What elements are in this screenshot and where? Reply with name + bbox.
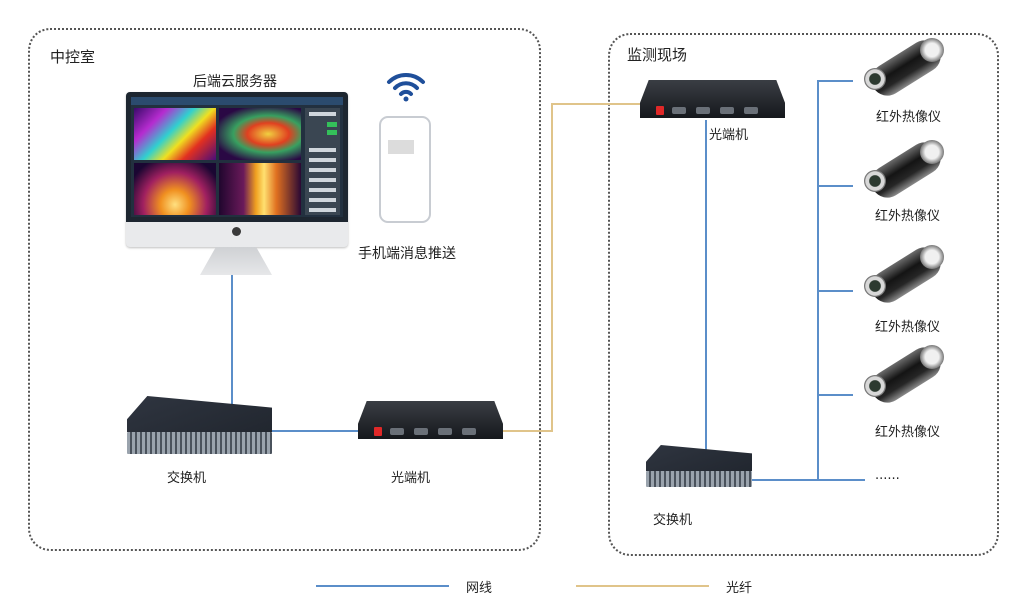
camera-label-2: 红外热像仪 — [875, 209, 941, 224]
ethernet-switch-to-transceiver — [258, 430, 368, 432]
thermal-camera-icon — [860, 34, 947, 102]
fiber-transceiver-icon — [358, 401, 503, 439]
site-transceiver-label: 光端机 — [709, 128, 749, 143]
thermal-camera-icon — [860, 241, 947, 309]
monitor-icon — [126, 92, 348, 247]
network-switch-icon — [127, 396, 272, 454]
screen-side-panel — [305, 108, 340, 215]
ethernet-site-switch-to-bus — [740, 479, 865, 481]
phone-message-bubble — [388, 140, 414, 154]
thermal-camera-icon — [860, 136, 947, 204]
monitor-screen — [131, 97, 343, 217]
thermal-camera-icon — [860, 341, 947, 409]
monitor-bezel — [126, 92, 348, 222]
thermal-view-1 — [134, 108, 216, 160]
network-switch-icon — [646, 445, 752, 487]
phone-push-label: 手机端消息推送 — [358, 246, 456, 262]
ethernet-site-transceiver-to-switch — [705, 120, 707, 472]
thermal-view-4 — [219, 163, 301, 215]
fiber-segment-2 — [551, 103, 553, 432]
monitor-camera-dot — [232, 227, 241, 236]
ethernet-camera-bus — [817, 80, 819, 481]
ethernet-branch-1 — [817, 80, 853, 82]
control-room-title: 中控室 — [50, 48, 96, 66]
ethernet-branch-4 — [817, 394, 853, 396]
monitoring-site-zone — [608, 33, 999, 556]
legend-ethernet-label: 网线 — [466, 581, 493, 596]
camera-label-4: 红外热像仪 — [875, 425, 941, 440]
ethernet-branch-2 — [817, 185, 853, 187]
wifi-icon — [387, 72, 425, 102]
control-transceiver-label: 光端机 — [391, 471, 431, 486]
thermal-view-2 — [219, 108, 301, 160]
phone-icon — [379, 116, 431, 223]
server-label: 后端云服务器 — [193, 74, 277, 90]
legend-fiber-line — [576, 585, 709, 587]
legend-fiber-label: 光纤 — [726, 581, 753, 596]
control-room-zone — [28, 28, 541, 551]
site-switch-label: 交换机 — [653, 513, 693, 528]
monitoring-site-title: 监测现场 — [627, 46, 688, 64]
fiber-segment-1 — [500, 430, 553, 432]
ethernet-branch-3 — [817, 290, 853, 292]
thermal-view-3 — [134, 163, 216, 215]
fiber-transceiver-icon — [640, 80, 785, 118]
camera-label-1: 红外热像仪 — [876, 110, 942, 125]
ethernet-monitor-to-switch — [231, 274, 233, 404]
camera-label-3: 红外热像仪 — [875, 320, 941, 335]
legend-ethernet-line — [316, 585, 449, 587]
screen-toolbar — [131, 97, 343, 105]
control-switch-label: 交换机 — [167, 471, 207, 486]
more-cameras-ellipsis: ...... — [875, 468, 900, 483]
fiber-segment-3 — [551, 103, 643, 105]
